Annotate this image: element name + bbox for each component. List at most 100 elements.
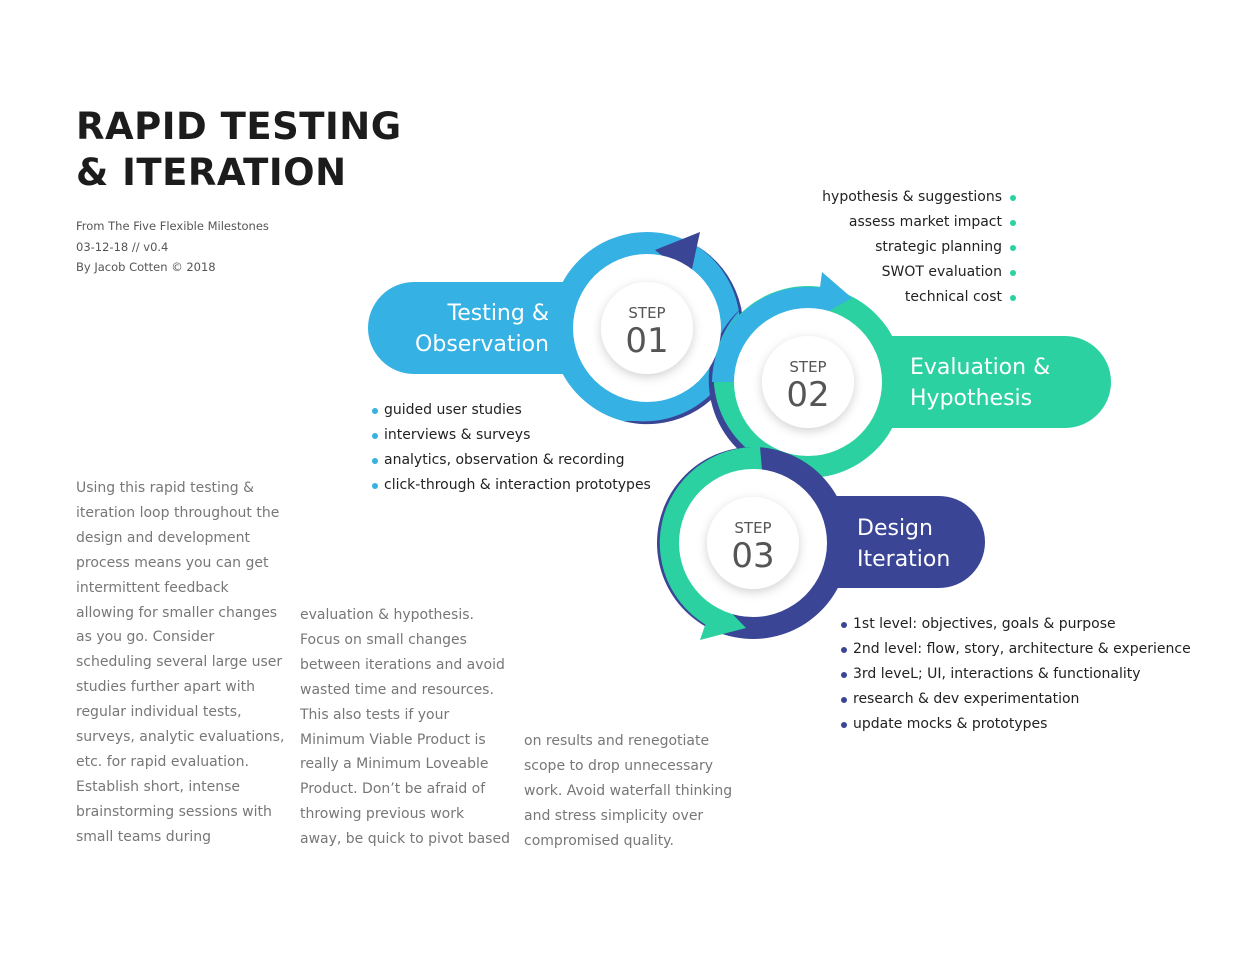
- step-2-item: technical cost: [800, 285, 1016, 310]
- body-text-line: throwing previous work: [300, 806, 465, 823]
- body-text-line: and stress simplicity over: [524, 807, 704, 824]
- body-text-line: surveys, analytic evaluations,: [76, 729, 285, 746]
- body-text-line: evaluation & hypothesis.: [300, 607, 474, 623]
- step-2-item-text: hypothesis & suggestions: [822, 189, 1002, 205]
- step-3-item: research & dev experimentation: [841, 687, 1191, 712]
- bullet-dot-icon: [841, 721, 847, 728]
- step-3-item: 2nd level: flow, story, architecture & e…: [841, 637, 1191, 662]
- body-text-line: Minimum Viable Product is: [300, 731, 486, 748]
- step-3-label-line-1: Design: [857, 516, 933, 541]
- body-text-line: allowing for smaller changes: [76, 604, 278, 621]
- step-2-number: 02: [786, 375, 829, 415]
- step-1-item-list: guided user studies interviews & surveys a…: [372, 398, 651, 498]
- body-text-line: intermittent feedback: [76, 579, 229, 596]
- bullet-dot-icon: [1010, 294, 1016, 301]
- step-2-item-list: hypothesis & suggestions assess market im…: [800, 185, 1016, 310]
- bullet-dot-icon: [372, 482, 378, 489]
- bullet-dot-icon: [1010, 194, 1016, 201]
- step-3-word: STEP: [734, 519, 771, 537]
- bullet-dot-icon: [1010, 244, 1016, 251]
- body-text-line: brainstorming sessions with: [76, 803, 272, 820]
- step-2-item-text: strategic planning: [875, 239, 1002, 255]
- bullet-dot-icon: [841, 621, 847, 628]
- body-text-line: really a Minimum Loveable: [300, 756, 489, 773]
- step-2-arrow-head: [816, 272, 852, 318]
- step-2-item-text: SWOT evaluation: [881, 264, 1002, 280]
- step-3-item-text: research & dev experimentation: [853, 691, 1080, 707]
- body-text-line: Product. Don’t be afraid of: [300, 781, 486, 798]
- bullet-dot-icon: [372, 457, 378, 464]
- body-text-line: as you go. Consider: [76, 629, 215, 646]
- body-text-line: between iterations and avoid: [300, 656, 505, 673]
- step-3-item: update mocks & prototypes: [841, 712, 1191, 737]
- body-text-line: work. Avoid waterfall thinking: [524, 782, 733, 799]
- step-2-label-line-2: Hypothesis: [910, 386, 1032, 411]
- step-1-arrow-head: [655, 232, 700, 278]
- bullet-dot-icon: [841, 696, 847, 703]
- step-2-badge: [762, 336, 854, 428]
- step-3-item-text: update mocks & prototypes: [853, 716, 1048, 732]
- step-3-item-text: 3rd leveL; UI, interactions & functional…: [853, 666, 1141, 682]
- step-1-item: guided user studies: [372, 398, 651, 423]
- bullet-dot-icon: [372, 407, 378, 414]
- meta-date-version: 03-12-18 // v0.4: [76, 239, 169, 254]
- step-2-label-line-1: Evaluation &: [910, 355, 1050, 380]
- step-3-item-text: 1st level: objectives, goals & purpose: [853, 616, 1116, 632]
- step-1-item-text: analytics, observation & recording: [384, 452, 625, 468]
- title-line-1: RAPID TESTING: [76, 105, 402, 148]
- body-text-column-2: evaluation & hypothesis. Focus on small c…: [300, 603, 510, 852]
- body-text-line: scope to drop unnecessary: [524, 757, 713, 774]
- step-2-item-text: technical cost: [904, 289, 1002, 305]
- body-text-line: Establish short, intense: [76, 778, 241, 795]
- step-1-label-line-1: Testing &: [447, 301, 550, 326]
- step-1-item-text: guided user studies: [384, 402, 522, 418]
- step-1-item: click-through & interaction prototypes: [372, 473, 651, 498]
- step-3-badge: [707, 497, 799, 589]
- body-text-line: studies further apart with: [76, 679, 255, 696]
- body-text-line: process means you can get: [76, 554, 269, 571]
- body-text-line: compromised quality.: [524, 832, 674, 849]
- meta-source: From The Five Flexible Milestones: [76, 219, 269, 233]
- step-2-item-text: assess market impact: [848, 214, 1002, 230]
- step-1-word: STEP: [628, 304, 665, 322]
- meta-info: From The Five Flexible Milestones 03-12-…: [76, 216, 269, 278]
- body-text-column-3: on results and renegotiate scope to drop …: [524, 729, 733, 854]
- step-2-ring-dark-arc: [708, 306, 790, 470]
- step-3-item-text: 2nd level: flow, story, architecture & e…: [853, 641, 1191, 657]
- step-2-item: strategic planning: [800, 235, 1016, 260]
- bullet-dot-icon: [841, 646, 847, 653]
- body-text-line: Using this rapid testing &: [76, 480, 254, 496]
- body-text-line: design and development: [76, 529, 251, 546]
- body-text-line: Focus on small changes: [300, 631, 467, 648]
- page-title: RAPID TESTING & ITERATION: [76, 104, 402, 196]
- step-3-label-line-2: Iteration: [857, 547, 950, 572]
- step-2-item: hypothesis & suggestions: [800, 185, 1016, 210]
- step-1-item-text: interviews & surveys: [384, 427, 531, 443]
- step-3-item: 1st level: objectives, goals & purpose: [841, 612, 1191, 637]
- step-1-item: interviews & surveys: [372, 423, 651, 448]
- body-text-line: scheduling several large user: [76, 654, 283, 671]
- step-2-item: SWOT evaluation: [800, 260, 1016, 285]
- step-1-number: 01: [625, 321, 668, 361]
- step-1-item: analytics, observation & recording: [372, 448, 651, 473]
- step-1-item-text: click-through & interaction prototypes: [384, 477, 651, 493]
- bullet-dot-icon: [841, 671, 847, 678]
- bullet-dot-icon: [372, 432, 378, 439]
- step-2-word: STEP: [789, 358, 826, 376]
- bullet-dot-icon: [1010, 219, 1016, 226]
- step-3-arrow-head: [700, 596, 746, 640]
- step-3-item-list: 1st level: objectives, goals & purpose 2n…: [841, 612, 1191, 737]
- step-3-number: 03: [731, 536, 774, 576]
- step-1-badge: [601, 282, 693, 374]
- body-text-line: on results and renegotiate: [524, 733, 710, 749]
- step-3-ring-green-arc: [659, 446, 762, 632]
- bullet-dot-icon: [1010, 269, 1016, 276]
- body-text-line: away, be quick to pivot based: [300, 831, 510, 848]
- title-line-2: & ITERATION: [76, 151, 347, 194]
- meta-author: By Jacob Cotten © 2018: [76, 260, 216, 274]
- body-text-column-1: Using this rapid testing &iteration loop…: [76, 476, 285, 850]
- step-2-item: assess market impact: [800, 210, 1016, 235]
- step-3-item: 3rd leveL; UI, interactions & functional…: [841, 662, 1191, 687]
- body-text-line: wasted time and resources.: [300, 681, 494, 698]
